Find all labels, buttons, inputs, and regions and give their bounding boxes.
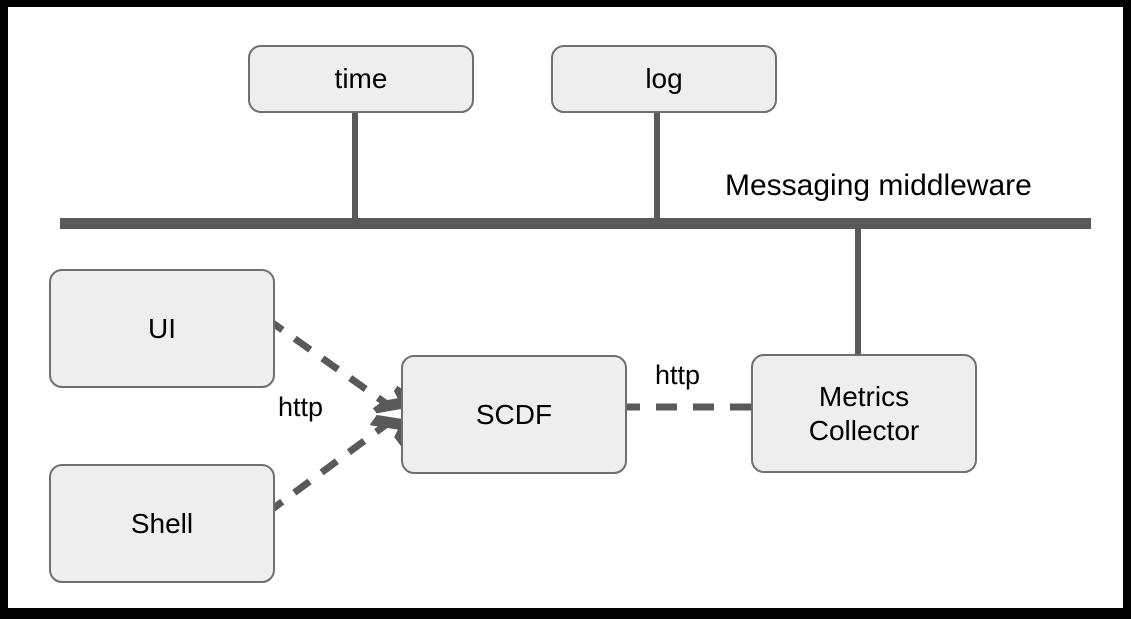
node-metrics-collector[interactable]: Metrics Collector — [751, 354, 977, 473]
diagram-canvas: Messaging middleware time log UI Shell S… — [8, 7, 1123, 608]
node-ui[interactable]: UI — [49, 269, 275, 388]
edge-shell-to-scdf — [264, 421, 391, 516]
node-scdf-label: SCDF — [475, 398, 553, 430]
connector-metrics-to-bus — [855, 222, 861, 356]
node-scdf[interactable]: SCDF — [401, 355, 627, 474]
node-shell-label: Shell — [130, 507, 194, 539]
edge-label-http-left: http — [278, 392, 324, 422]
edge-label-http-middle: http — [655, 360, 701, 390]
node-log[interactable]: log — [551, 45, 777, 113]
node-ui-label: UI — [148, 312, 176, 344]
node-log-label: log — [645, 63, 683, 95]
node-shell[interactable]: Shell — [49, 464, 275, 583]
node-time-label: time — [334, 63, 388, 95]
node-time[interactable]: time — [248, 45, 474, 113]
node-metrics-collector-label: Metrics Collector — [808, 381, 920, 446]
connector-time-to-bus — [352, 106, 358, 224]
messaging-middleware-label: Messaging middleware — [725, 169, 1032, 202]
connector-log-to-bus — [654, 106, 660, 224]
messaging-bus-bar — [60, 218, 1091, 229]
